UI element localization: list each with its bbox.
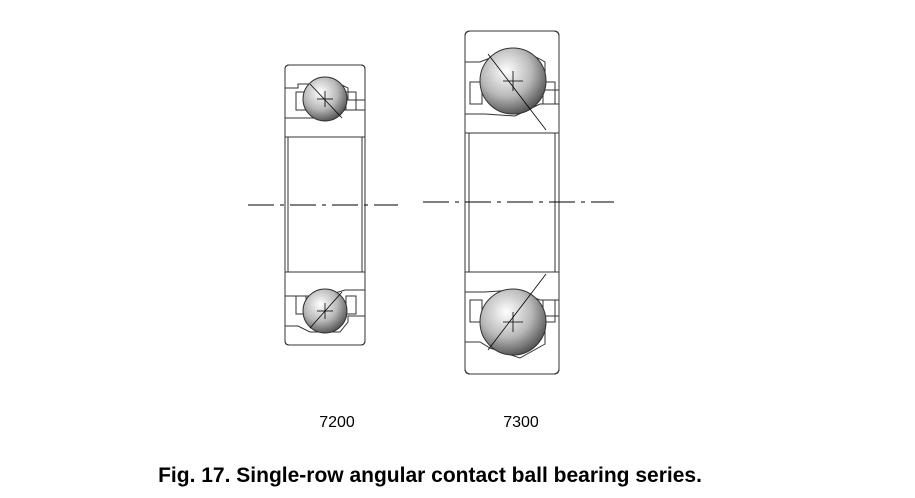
bearing-7200-bottom-outer-ring xyxy=(284,315,366,346)
bearing-7200: 7200 xyxy=(248,64,398,431)
bearing-7300: 7300 xyxy=(423,30,614,431)
bearing-7300-top-contact-line xyxy=(487,53,547,131)
bearing-7300-bottom-contact-line xyxy=(487,273,547,351)
bearing-7200-bottom-cage-right xyxy=(345,295,357,315)
bearing-7200-bottom-contact-line xyxy=(309,291,343,329)
bearing-7200-top-section xyxy=(284,64,366,138)
bearing-7200-bottom-section xyxy=(284,271,366,346)
bearing-7200-top-contact-line xyxy=(309,83,343,119)
bearing-7300-top-section xyxy=(464,30,560,134)
figure-caption: Fig. 17. Single-row angular contact ball… xyxy=(158,464,702,487)
bearing-7300-label: 7300 xyxy=(503,414,539,431)
bearing-7200-label: 7200 xyxy=(319,414,355,431)
bearing-7300-bottom-section xyxy=(464,271,560,375)
